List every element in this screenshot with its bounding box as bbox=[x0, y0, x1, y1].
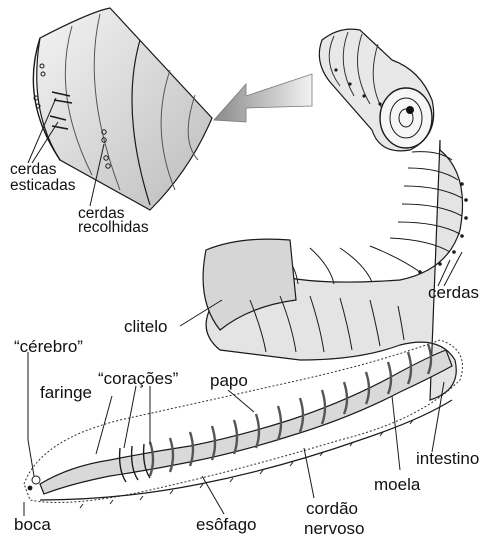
label-cordao-line2: nervoso bbox=[304, 519, 364, 538]
label-cordao-line1: cordão bbox=[306, 499, 358, 518]
label-boca: boca bbox=[14, 515, 51, 534]
label-esofago: esôfago bbox=[196, 515, 257, 534]
head-closeup-illustration bbox=[319, 29, 433, 151]
segment-septa bbox=[150, 344, 431, 476]
magnify-arrow-icon bbox=[214, 74, 312, 122]
label-cerebro: “cérebro” bbox=[14, 337, 83, 356]
label-coracoes: “corações” bbox=[98, 369, 179, 388]
cerebral-ganglion bbox=[32, 476, 40, 484]
label-cerdas-recolhidas-line2: recolhidas bbox=[78, 219, 149, 236]
mouth-opening bbox=[28, 486, 33, 491]
label-moela: moela bbox=[374, 475, 421, 494]
label-faringe: faringe bbox=[40, 383, 92, 402]
label-cerdas: cerdas bbox=[428, 283, 479, 302]
label-clitelo: clitelo bbox=[124, 317, 167, 336]
label-cerdas-esticadas-line1: cerdas bbox=[10, 161, 57, 178]
label-papo: papo bbox=[210, 371, 248, 390]
label-intestino: intestino bbox=[416, 449, 479, 468]
label-cerdas-esticadas-line2: esticadas bbox=[10, 177, 76, 194]
